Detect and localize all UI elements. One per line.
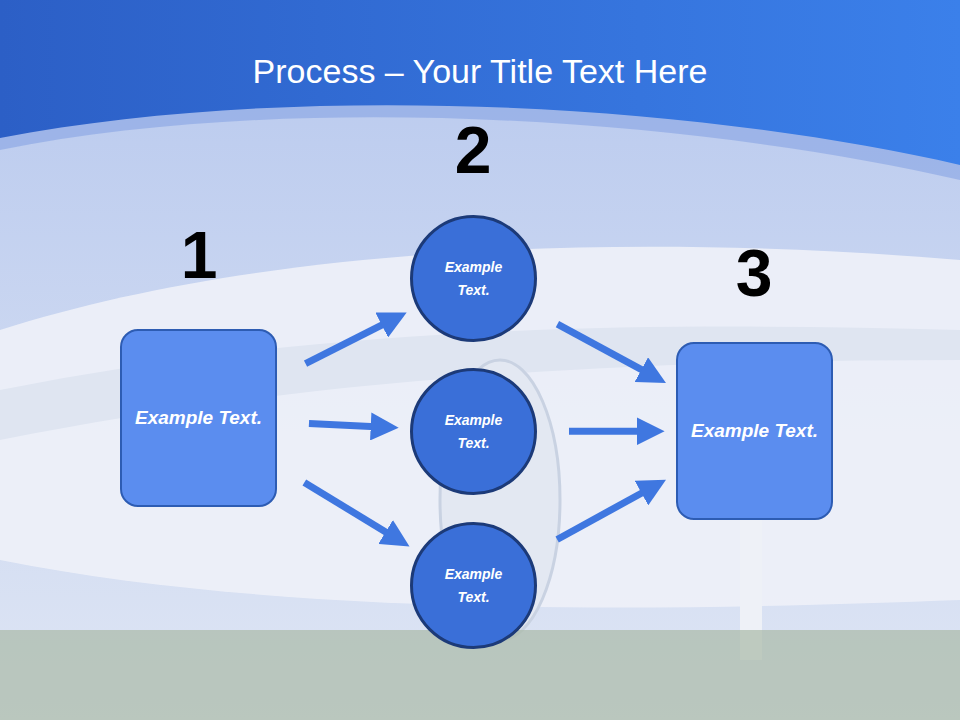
circle-outline [410, 368, 537, 495]
node-text: Example Text. [428, 256, 519, 301]
arrow-line [557, 324, 654, 377]
slide-title: Process – Your Title Text Here [0, 52, 960, 91]
circle-outline [410, 522, 537, 649]
flow-arrow [309, 423, 386, 427]
arrow-line [304, 482, 398, 540]
arrow-line [557, 486, 655, 540]
node-text: Example Text. [135, 404, 262, 433]
flow-arrow [569, 431, 652, 432]
flow-arrow [557, 486, 655, 540]
node-text: Example Text. [428, 563, 519, 608]
step-number: 1 [149, 222, 249, 288]
process-box: Example Text. [120, 329, 277, 507]
node-text: Example Text. [428, 409, 519, 454]
process-circle: Example Text. [410, 368, 537, 495]
process-circle: Example Text. [410, 522, 537, 649]
circle-outline [410, 215, 537, 342]
arrow-line [309, 423, 386, 427]
arrow-line [569, 428, 652, 435]
flow-arrow [304, 482, 398, 540]
step-number: 3 [704, 240, 804, 306]
flow-arrow [557, 324, 654, 377]
process-circle: Example Text. [410, 215, 537, 342]
arrow-line [306, 318, 396, 364]
flow-arrow [306, 318, 396, 364]
step-number: 2 [423, 117, 523, 183]
process-box: Example Text. [676, 342, 833, 520]
node-text: Example Text. [691, 417, 818, 446]
